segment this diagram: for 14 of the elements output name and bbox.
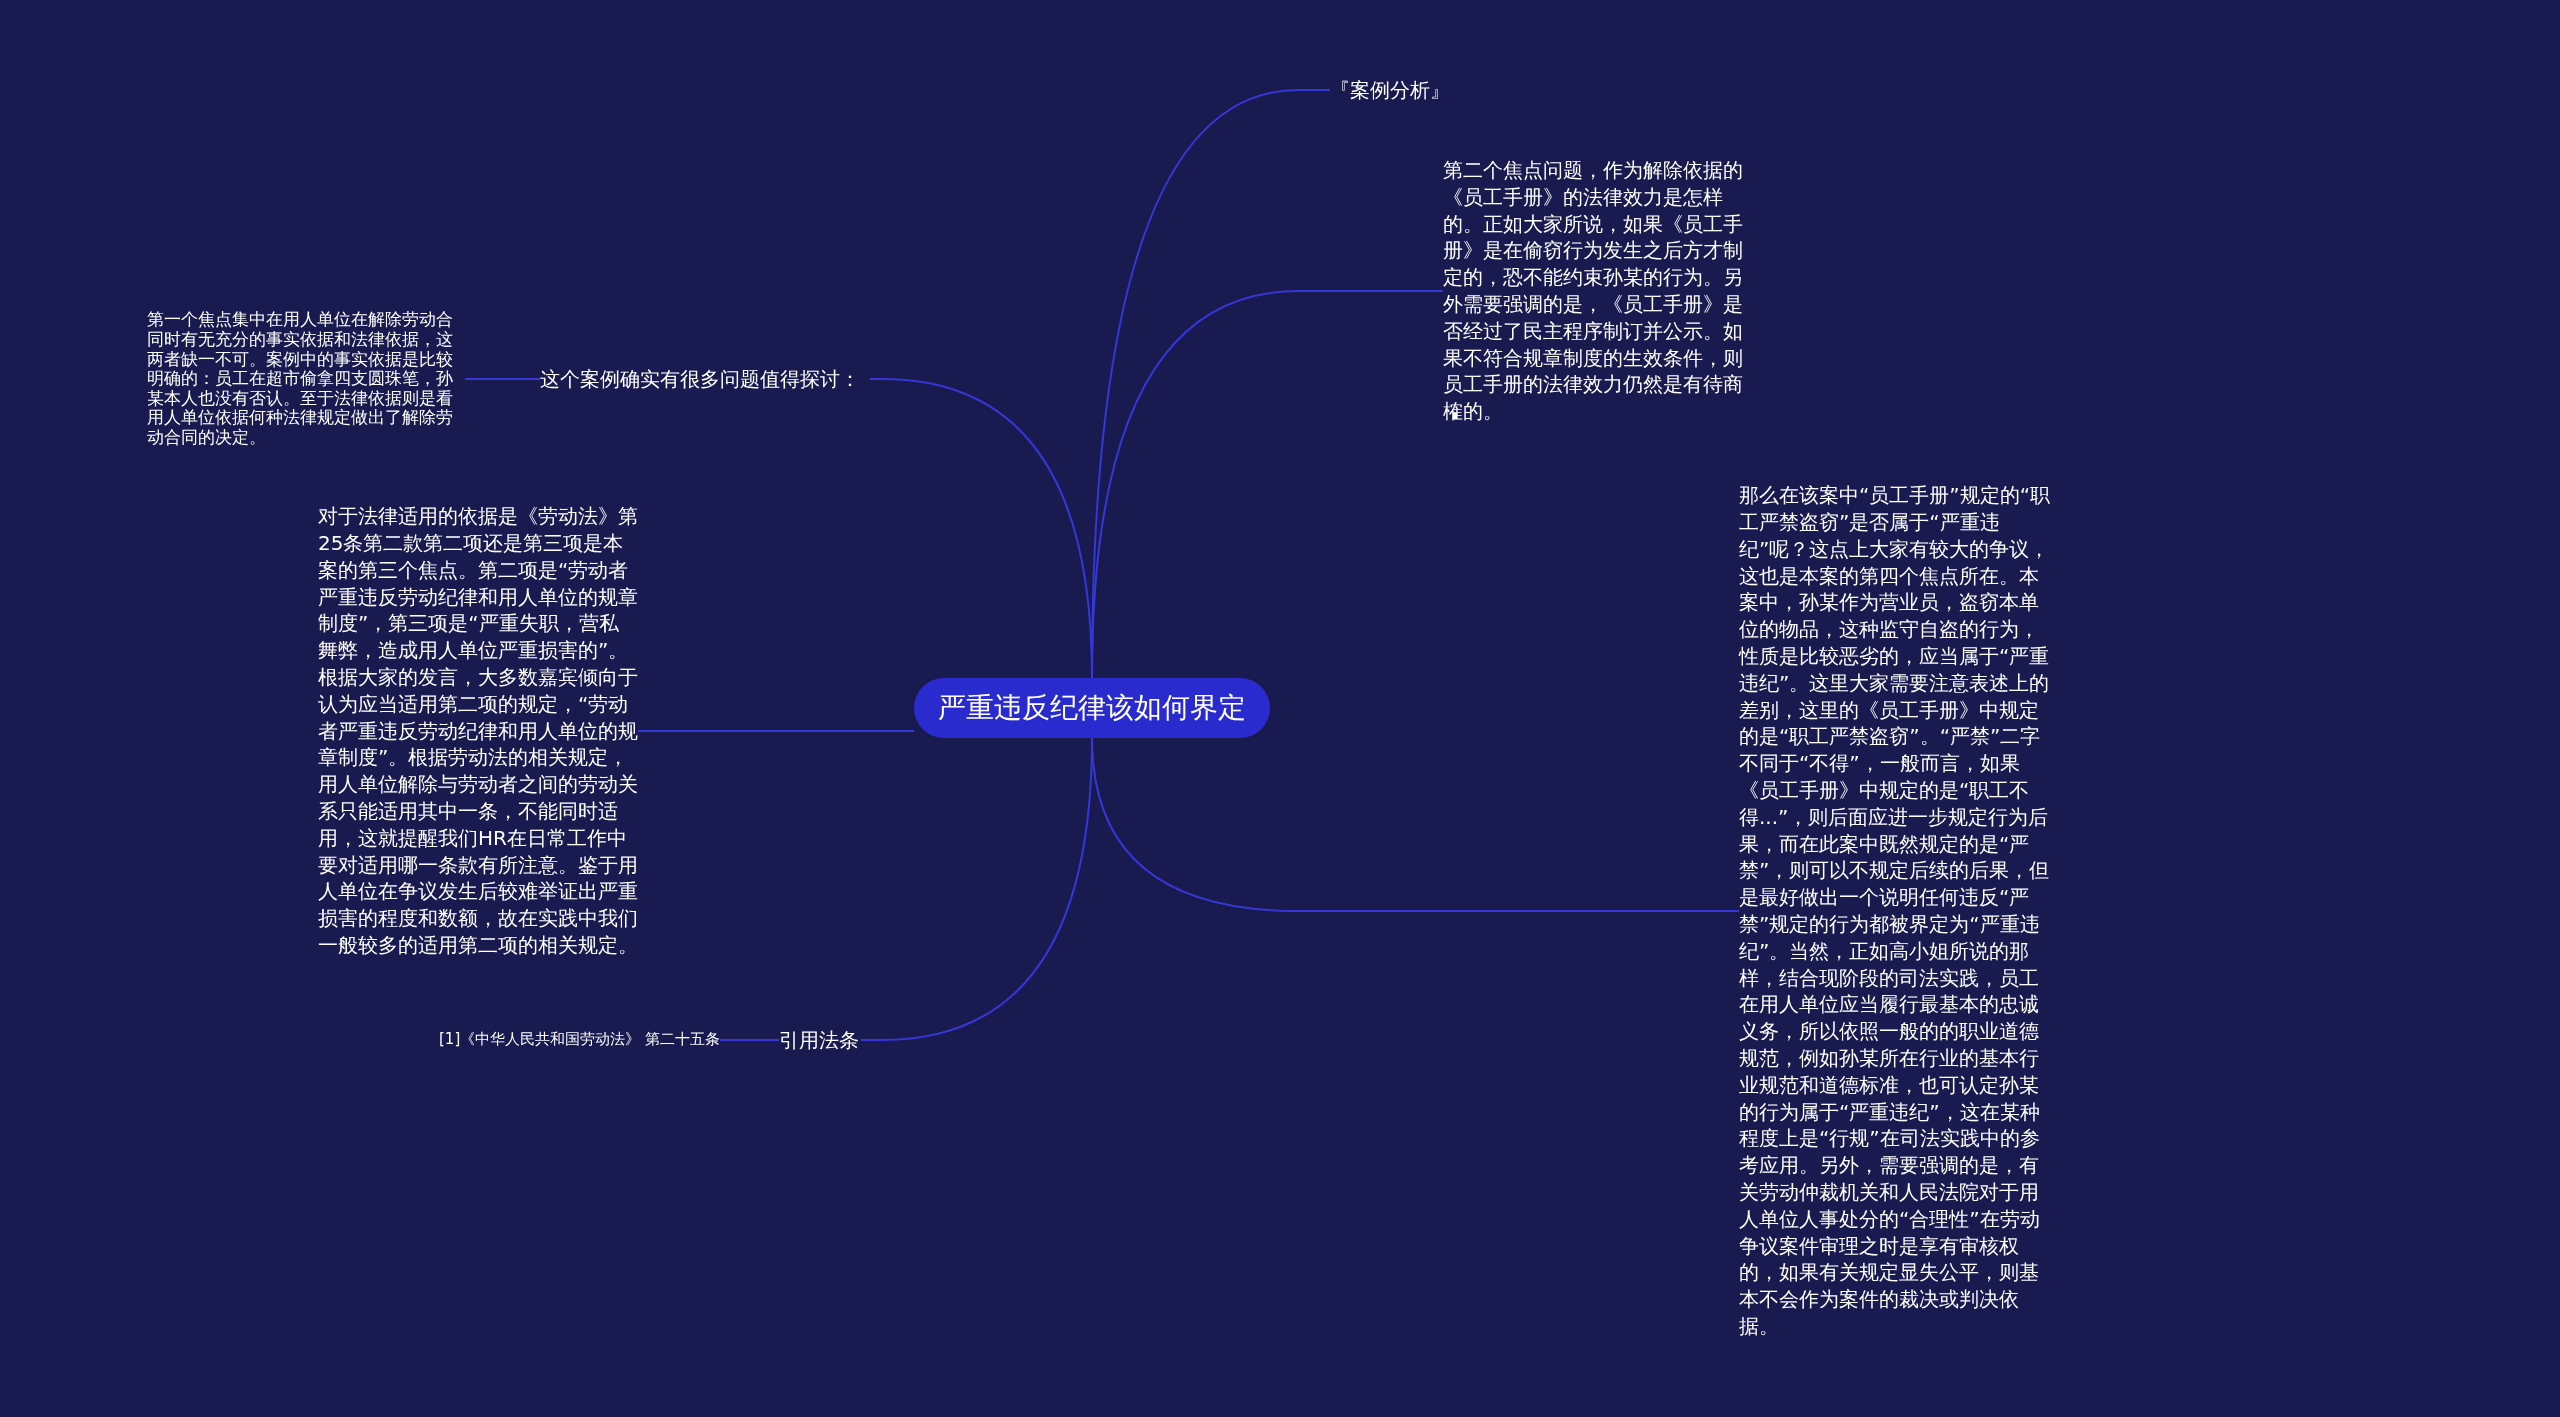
topic-text: 第二个焦点问题，作为解除依据的《员工手册》的法律效力是怎样的。正如大家所说，如果《员工手册》是在偷窃行为发生之后方才制定的，恐不能约束孙某的行为。另外需要强调的是，《员工手册》是否经过了民主程序制订并公示。如果不符合规章制度的生效条件，则员工手册的法律效力仍然是有待商榷的。 (1443, 157, 1744, 425)
branch-line (719, 1039, 780, 1041)
topic-text: 那么在该案中“员工手册”规定的“职工严禁盗窃”是否属于“严重违纪”呢？这点上大家有较大的争议，这也是本案的第四个焦点所在。本案中，孙某作为营业员，盗窃本单位的物品，这种监守自盗的行为，性质是比较恶劣的，应当属于“严重违纪”。这里大家需要注意表述上的差别，这里的《员工手册》中规定的是“职工严禁盗窃”。“严禁”二字不同于“不得”，一般而言，如果《员工手册》中规定的是“职工不得...”，则后面应进一步规定行为后果，而在此案中既然规定的是“严禁”，则可以不规定后续的后果，但是最好做出一个说明任何违反“严禁”规定的行为都被界定为“严重违纪”。当然，正如高小姐所说的那样，结合现阶段的司法实践，员工在用人单位应当履行最基本的忠诚义务，所以依照一般的的职业道德规范，例如孙某所在行业的基本行业规范和道德标准，也可认定孙某的行为属于“严重违纪”，这在某种程度上是“行规”在司法实践中的参考应用。另外，需要强调的是，有关劳动仲裁机关和人民法院对于用人单位人事处分的“合理性”在劳动争议案件审理之时是享有审核权的，如果有关规定显失公平，则基本不会作为案件的裁决或判决依据。 (1739, 482, 2051, 1340)
central-topic: 严重违反纪律该如何界定 (914, 678, 1270, 738)
topic-text: 对于法律适用的依据是《劳动法》第25条第二款第二项还是第三项是本案的第三个焦点。第二项是“劳动者严重违反劳动纪律和用人单位的规章制度”，第三项是“严重失职，营私舞弊，造成用人单位严重损害的”。根据大家的发言，大多数嘉宾倾向于认为应当适用第二项的规定，“劳动者严重违反劳动纪律和用人单位的规章制度”。根据劳动法的相关规定，用人单位解除与劳动者之间的劳动关系只能适用其中一条，不能同时适用，这就提醒我们HR在日常工作中要对适用哪一条款有所注意。鉴于用人单位在争议发生后较难举证出严重损害的程度和数额，故在实践中我们一般较多的适用第二项的相关规定。 (318, 503, 638, 959)
topic-text: [1]《中华人民共和国劳动法》 第二十五条 (438, 1030, 720, 1050)
branch-line (860, 737, 1093, 1041)
topic-text: 引用法条 (779, 1027, 860, 1053)
topic-text: 『案例分析』 (1330, 77, 1451, 103)
topic-text: 这个案例确实有很多问题值得探讨： (540, 366, 861, 392)
branch-line (464, 378, 541, 380)
topic-text: 第一个焦点集中在用人单位在解除劳动合同时有无充分的事实依据和法律依据，这两者缺一不可。案例中的事实依据是比较明确的：员工在超市偷拿四支圆珠笔，孙某本人也没有否认。至于法律依据则是看用人单位依据何种法律规定做出了解除劳动合同的决定。 (147, 310, 454, 448)
branch-line (869, 378, 1093, 679)
branch-line (637, 730, 915, 732)
